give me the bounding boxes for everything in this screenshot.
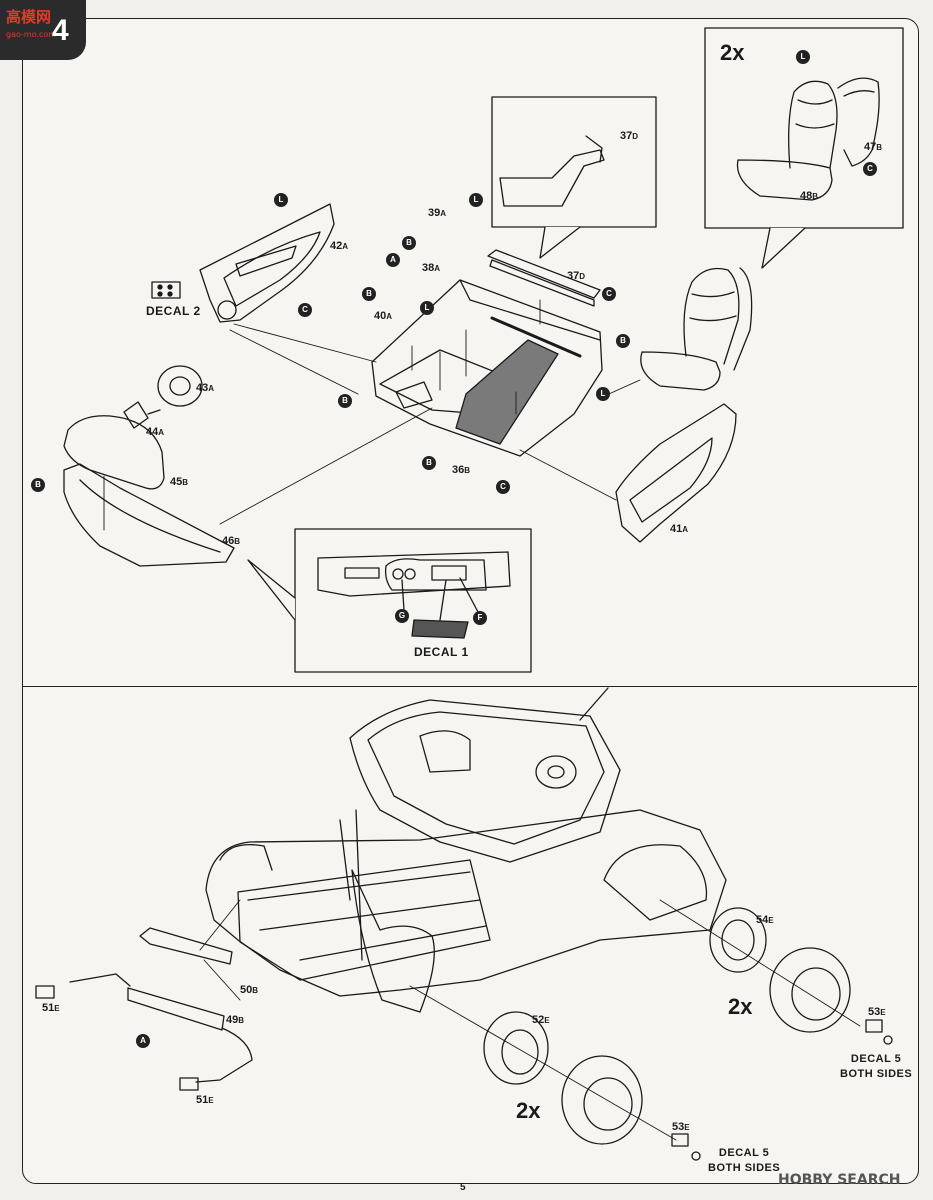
part-label-43: 43A — [196, 382, 215, 394]
color-badge-l: L — [796, 50, 810, 64]
part-label-49: 49B — [226, 1014, 245, 1026]
part-label-51-left: 51E — [42, 1002, 60, 1014]
color-badge-b: B — [616, 334, 630, 348]
color-badge-f: F — [473, 611, 487, 625]
part-label-51-lower: 51E — [196, 1094, 214, 1106]
section-divider — [22, 686, 917, 687]
color-badge-c: C — [298, 303, 312, 317]
part-label-46: 46B — [222, 535, 241, 547]
pointer — [579, 687, 609, 721]
part-label-40: 40A — [374, 310, 393, 322]
part-label-52: 52E — [532, 1014, 550, 1026]
color-badge-a: A — [136, 1034, 150, 1048]
color-badge-b: B — [338, 394, 352, 408]
part-label-50: 50B — [240, 984, 259, 996]
door-panel-42a — [151, 203, 335, 323]
part-label-54: 54E — [756, 914, 774, 926]
top-assembly-arrows — [103, 299, 641, 531]
part-label-44: 44A — [146, 426, 165, 438]
part-label-42: 42A — [330, 240, 349, 252]
part-label-53-front: 53E — [672, 1121, 690, 1133]
color-badge-b: B — [422, 456, 436, 470]
dashboard-assembly — [63, 365, 235, 567]
page-number: 5 — [460, 1182, 466, 1193]
color-badge-b: B — [402, 236, 416, 250]
color-badge-b: B — [31, 478, 45, 492]
part-label-37: 37D — [567, 270, 586, 282]
front-wheel-multiplier: 2x — [516, 1098, 541, 1123]
step-number: 4 — [52, 14, 69, 47]
color-badge-l: L — [274, 193, 288, 207]
rear-shelf-37d — [487, 249, 601, 307]
watermark-url: gao-mo.com — [6, 30, 57, 39]
chassis-body — [205, 809, 727, 1013]
part-label-47: 47B — [864, 141, 883, 153]
dashboard-detail-callout — [247, 528, 532, 673]
decal-5-front-label: DECAL 5 BOTH SIDES — [708, 1147, 781, 1174]
exhaust-system — [35, 899, 253, 1091]
part-label-53-rear: 53E — [868, 1006, 886, 1018]
seat-multiplier: 2x — [720, 40, 745, 65]
color-badge-b: B — [362, 287, 376, 301]
color-badge-c: C — [496, 480, 510, 494]
color-badge-a: A — [386, 253, 400, 267]
rear-wheel-multiplier: 2x — [728, 994, 753, 1019]
installed-interior-tub — [349, 699, 621, 863]
decal-5-rear-label: DECAL 5 BOTH SIDES — [840, 1053, 913, 1080]
step-tab: 高模网 gao-mo.com 4 — [0, 0, 86, 60]
decal-1-label: DECAL 1 — [414, 645, 469, 659]
console-detail-callout — [491, 96, 657, 259]
decal-2-label: DECAL 2 — [146, 304, 201, 318]
door-panel-41a — [615, 403, 737, 543]
seat-right — [640, 267, 753, 391]
color-badge-l: L — [596, 387, 610, 401]
part-label-41: 41A — [670, 523, 689, 535]
part-label-39: 39A — [428, 207, 447, 219]
part-label-36: 36B — [452, 464, 471, 476]
interior-tub-36b — [371, 279, 603, 457]
wheels — [409, 899, 893, 1161]
footer-watermark: HOBBY SEARCH — [778, 1172, 901, 1188]
part-label-37-detail: 37D — [620, 130, 639, 142]
watermark-logo: 高模网 — [6, 8, 52, 26]
color-badge-l: L — [420, 301, 434, 315]
part-label-45: 45B — [170, 476, 189, 488]
color-badge-c: C — [602, 287, 616, 301]
part-label-38: 38A — [422, 262, 441, 274]
color-badge-g: G — [395, 609, 409, 623]
part-label-48: 48B — [800, 190, 819, 202]
color-badge-c: C — [863, 162, 877, 176]
color-badge-l: L — [469, 193, 483, 207]
